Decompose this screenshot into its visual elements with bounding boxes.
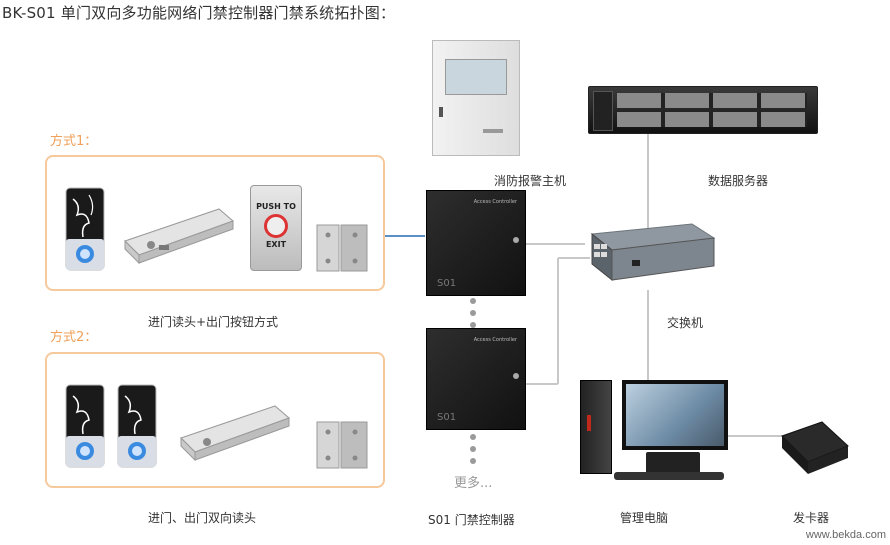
page-title: BK-S01 单门双向多功能网络门禁控制器门禁系统拓扑图： — [2, 4, 396, 22]
more-label: 更多... — [454, 476, 493, 491]
site-watermark[interactable]: www.bekda.com — [805, 529, 886, 541]
card-issuer-icon — [781, 421, 849, 474]
card-reader-in-icon — [65, 384, 105, 468]
card-reader-out-icon — [117, 384, 157, 468]
mode1-box: PUSH TO EXIT — [45, 155, 385, 291]
mode1-label: 方式1： — [50, 134, 98, 149]
access-controller-2-icon: Access Controller S01 — [426, 328, 526, 430]
mode1-caption: 进门读头+出门按钮方式 — [148, 315, 279, 329]
fire-alarm-host-label: 消防报警主机 — [494, 174, 567, 188]
more-controllers-dots-bottom — [470, 434, 476, 464]
switch-label: 交换机 — [667, 316, 704, 330]
controller-face-label: S01 — [437, 278, 457, 289]
data-server-label: 数据服务器 — [708, 174, 769, 188]
exit-button-top-label: PUSH TO — [256, 202, 296, 211]
electric-lock-icon — [124, 208, 234, 265]
pc-monitor-icon — [622, 380, 728, 450]
fire-alarm-host-icon — [432, 40, 520, 156]
controller-face-label: S01 — [437, 412, 457, 423]
mode2-box — [45, 352, 385, 488]
electric-lock-icon — [180, 405, 290, 462]
more-controllers-dots-top — [470, 298, 476, 328]
mode2-label: 方式2： — [50, 330, 98, 345]
exit-button-icon: PUSH TO EXIT — [250, 185, 302, 271]
keyboard-icon — [614, 472, 724, 480]
card-issuer-label: 发卡器 — [793, 511, 830, 525]
pc-label: 管理电脑 — [620, 511, 669, 525]
access-controller-1-icon: Access Controller S01 — [426, 190, 526, 296]
lock-bracket-icon — [316, 224, 368, 272]
controller-brand-label: Access Controller — [473, 199, 517, 205]
pc-stand-icon — [646, 452, 700, 474]
card-reader-icon — [65, 187, 105, 271]
exit-button-bottom-label: EXIT — [265, 240, 287, 249]
controller-brand-label: Access Controller — [473, 337, 517, 343]
data-server-icon — [588, 86, 818, 134]
network-switch-icon — [590, 223, 716, 282]
pc-tower-icon — [580, 380, 612, 474]
controller-label: S01 门禁控制器 — [428, 513, 515, 527]
mode2-caption: 进门、出门双向读头 — [148, 511, 257, 525]
lock-bracket-icon — [316, 421, 368, 469]
